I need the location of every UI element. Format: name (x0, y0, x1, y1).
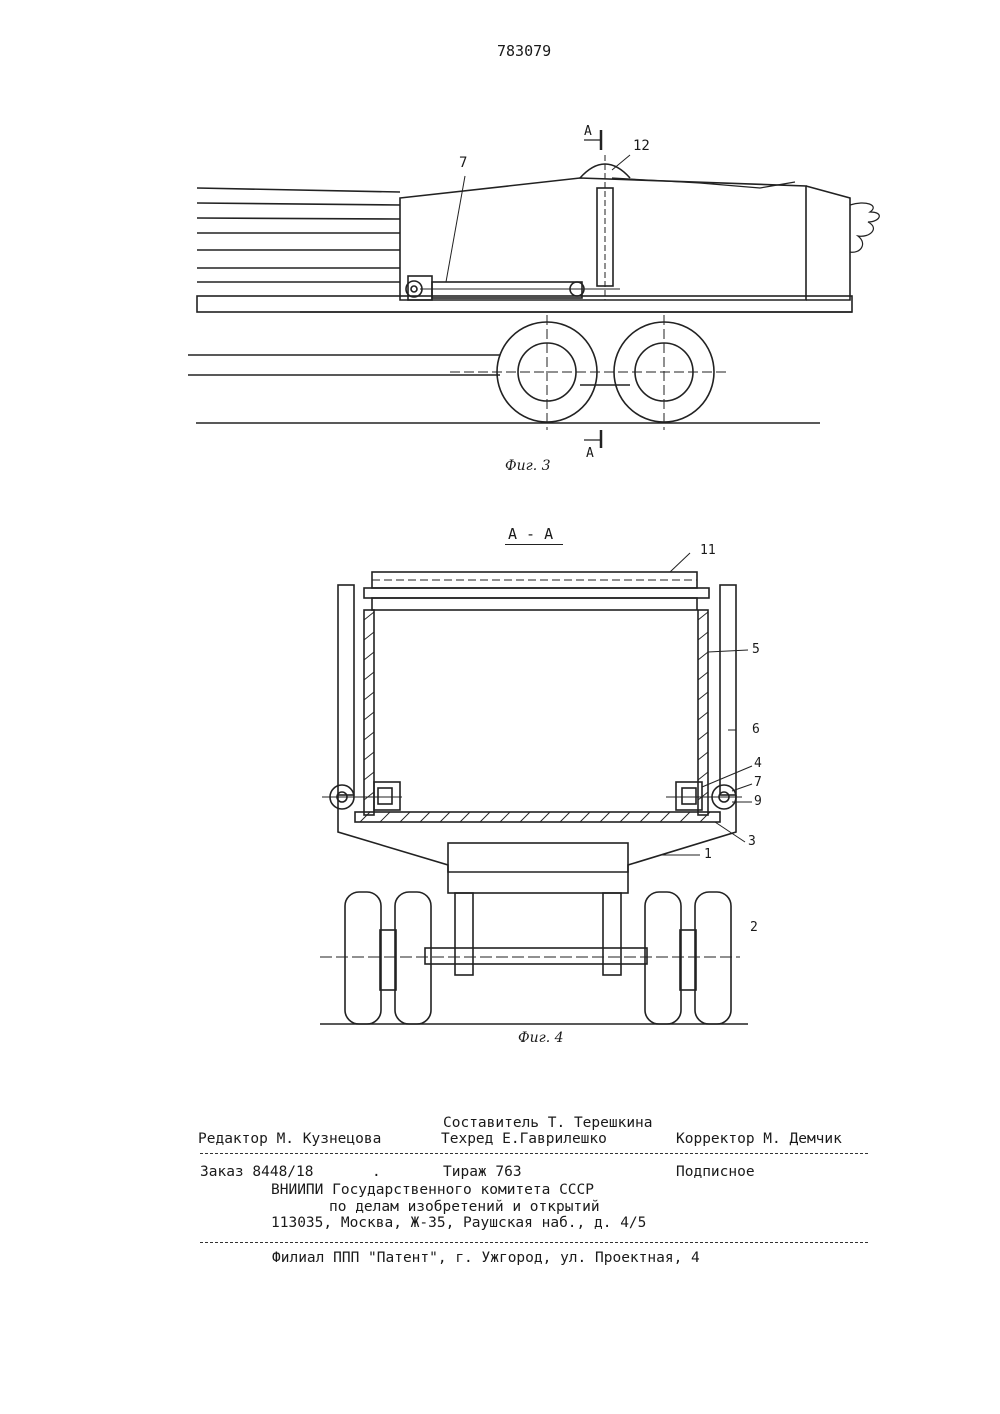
label-3: 3 (748, 834, 756, 849)
circulation: Тираж 763 (443, 1164, 522, 1180)
figure-4-caption: Фиг. 4 (518, 1030, 564, 1046)
page-number: 783079 (497, 42, 552, 60)
label-7-fig4: 7 (754, 775, 762, 790)
label-4: 4 (754, 756, 762, 771)
organization-line-1: ВНИИПИ Государственного комитета СССР (271, 1182, 595, 1198)
label-12: 12 (633, 138, 650, 154)
subscription: Подписное (676, 1164, 755, 1180)
organization-line-2: по делам изобретений и открытий (329, 1199, 600, 1215)
label-9: 9 (754, 794, 762, 809)
section-mark-bottom: А (586, 446, 594, 461)
divider-top (200, 1153, 868, 1154)
figure-3-drawing (188, 130, 880, 448)
branch: Филиал ППП "Патент", г. Ужгород, ул. Про… (272, 1250, 700, 1266)
editor: Редактор М. Кузнецова (198, 1131, 382, 1147)
corrector: Корректор М. Демчик (676, 1131, 842, 1147)
label-5: 5 (752, 642, 760, 657)
address: 113035, Москва, Ж-35, Раушская наб., д. … (271, 1215, 647, 1231)
section-title-underline (505, 544, 563, 545)
label-11: 11 (700, 543, 716, 558)
section-mark-top: А (584, 124, 592, 139)
label-6: 6 (752, 722, 760, 737)
order: Заказ 8448/18 (200, 1164, 314, 1180)
label-7-fig3: 7 (459, 155, 468, 171)
figure-3-caption: Фиг. 3 (505, 458, 551, 474)
label-2: 2 (750, 920, 758, 935)
label-1: 1 (704, 847, 712, 862)
figure-4-drawing (320, 552, 753, 1025)
divider-bottom (200, 1242, 868, 1243)
compiler: Составитель Т. Терешкина (443, 1115, 653, 1131)
section-title: А - А (508, 525, 554, 543)
techred: Техред Е.Гаврилешко (441, 1131, 607, 1147)
order-dot: . (372, 1164, 381, 1180)
